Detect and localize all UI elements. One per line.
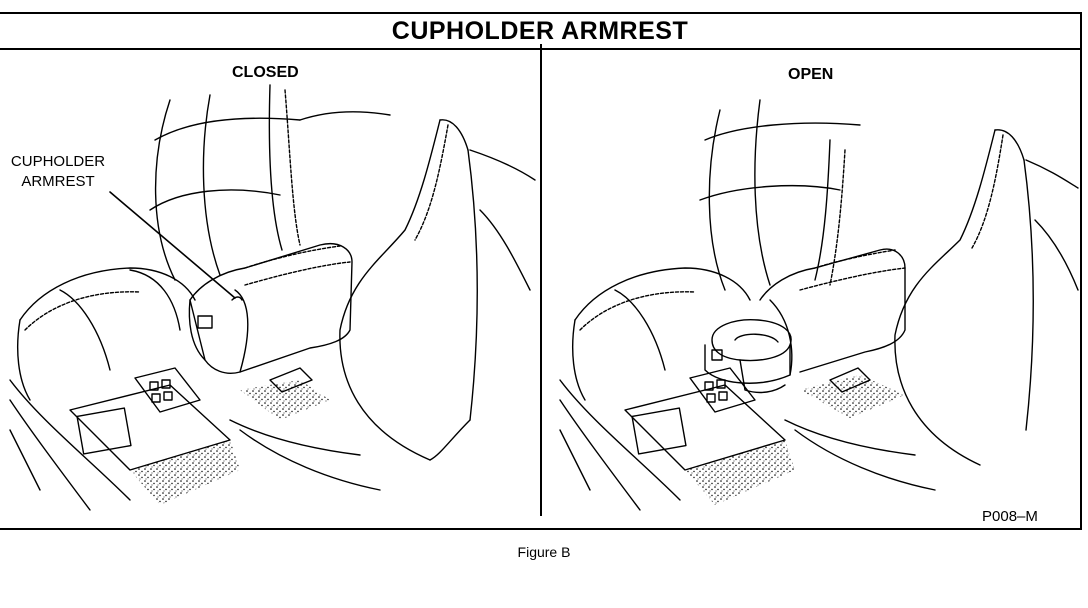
callout-cupholder-armrest: CUPHOLDER ARMREST (6, 152, 110, 192)
panel-divider (540, 44, 542, 516)
callout-line-1: CUPHOLDER (10, 153, 106, 170)
callout-line-2: ARMREST (21, 173, 95, 190)
open-illustration (559, 99, 1079, 511)
figure-title: CUPHOLDER ARMREST (391, 16, 689, 45)
figure-caption: Figure B (517, 544, 571, 560)
figure-code: P008–M (982, 508, 1038, 525)
closed-illustration (9, 84, 536, 511)
panel-label-open: OPEN (788, 66, 834, 83)
panel-label-closed: CLOSED (232, 64, 299, 81)
